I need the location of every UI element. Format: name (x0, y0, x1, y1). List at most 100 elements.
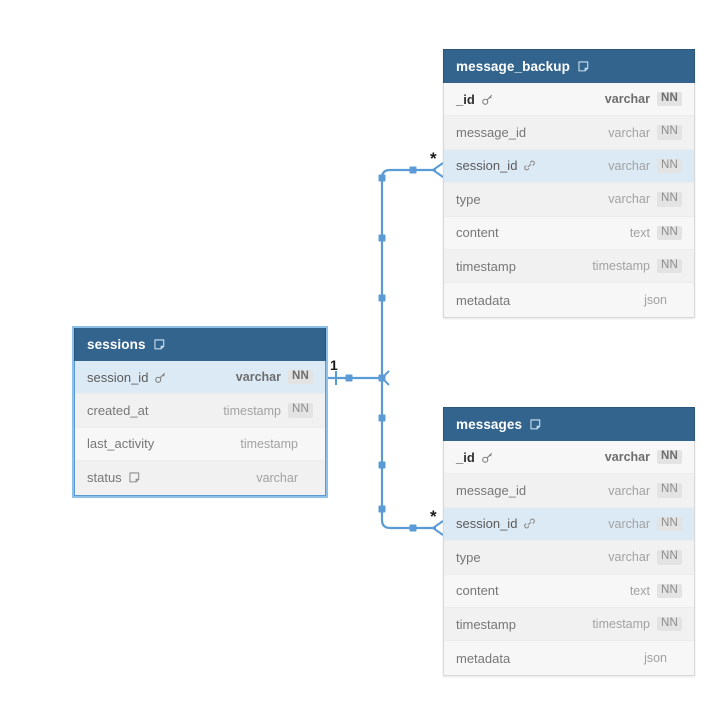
entity-note-icon-wrap (577, 60, 590, 73)
field-name-text: content (456, 225, 499, 241)
field-name-text: timestamp (456, 258, 516, 274)
field-name-text: session_id (456, 158, 518, 174)
not-null-badge: NN (656, 125, 682, 140)
entity-header-message_backup[interactable]: message_backup (443, 49, 695, 83)
not-null-badge: NN (656, 158, 682, 174)
entity-header-sessions[interactable]: sessions (74, 327, 326, 361)
field-meta: varchar NN (608, 550, 682, 565)
field-meta: varchar NN (604, 91, 682, 107)
field-meta: varchar NN (604, 449, 682, 465)
field-type: text (629, 225, 650, 240)
field-name: status (87, 470, 141, 485)
field-name-text: type (456, 549, 481, 565)
not-null-badge: NN (656, 550, 682, 565)
field-type: varchar (604, 450, 650, 465)
field-row[interactable]: content text NN (444, 216, 694, 250)
field-name: session_id (456, 516, 536, 531)
key-icon (481, 451, 494, 464)
field-name-text: _id (456, 91, 475, 107)
note-icon (577, 60, 590, 73)
connector-to-messages (380, 378, 436, 530)
field-meta: json (644, 651, 682, 665)
connector-waypoints (345, 166, 417, 532)
not-null-badge: NN (656, 225, 682, 240)
field-meta: varchar NN (608, 125, 682, 140)
field-name: session_id (456, 158, 536, 173)
not-null-badge: NN (287, 403, 313, 418)
field-name-text: created_at (87, 403, 149, 419)
field-type: varchar (604, 92, 650, 107)
field-name-text: content (456, 583, 499, 599)
not-null-badge: NN (656, 449, 682, 465)
field-type: json (644, 293, 667, 308)
field-type: varchar (608, 550, 650, 565)
key-icon (481, 93, 494, 106)
field-name-text: _id (456, 449, 475, 465)
key-icon (154, 371, 167, 384)
not-null-badge: NN (656, 192, 682, 207)
note-icon (529, 418, 542, 431)
note-icon (153, 338, 166, 351)
entity-note-icon-wrap (153, 338, 166, 351)
entity-title: sessions (87, 337, 146, 352)
field-name-text: type (456, 191, 481, 207)
entity-header-messages[interactable]: messages (443, 407, 695, 441)
field-type: varchar (608, 158, 650, 173)
entity-note-icon-wrap (529, 418, 542, 431)
field-name: content (456, 225, 499, 240)
entity-title: message_backup (456, 59, 570, 74)
field-row[interactable]: _id varchar NN (444, 441, 694, 475)
connector-to-message-backup (380, 168, 436, 378)
link-icon (523, 517, 536, 530)
field-type: varchar (608, 516, 650, 531)
field-name-text: timestamp (456, 616, 516, 632)
field-row[interactable]: session_id varchar NN (444, 149, 694, 184)
not-null-badge: NN (656, 583, 682, 598)
field-meta: varchar (256, 471, 313, 485)
field-type: varchar (608, 483, 650, 498)
cardinality-label: 1 (330, 357, 338, 373)
field-row[interactable]: session_id varchar NN (444, 507, 694, 542)
field-name: timestamp (456, 259, 516, 274)
field-name: message_id (456, 483, 526, 498)
field-name-text: status (87, 470, 122, 486)
link-icon (523, 159, 536, 172)
field-row[interactable]: type varchar NN (444, 541, 694, 575)
field-meta: varchar NN (608, 158, 682, 174)
field-name-text: session_id (87, 369, 149, 385)
field-name: _id (456, 450, 494, 465)
not-null-badge: NN (656, 91, 682, 107)
field-type: varchar (608, 125, 650, 140)
not-null-badge: NN (656, 258, 682, 274)
not-null-badge: NN (287, 369, 313, 385)
cardinality-label: * (430, 149, 437, 168)
field-meta: text NN (629, 225, 682, 240)
field-name-text: message_id (456, 483, 527, 499)
field-row[interactable]: _id varchar NN (444, 83, 694, 117)
field-type: json (644, 651, 667, 666)
field-meta: json (644, 293, 682, 307)
not-null-badge: NN (656, 516, 682, 532)
field-row[interactable]: status varchar (75, 461, 325, 495)
